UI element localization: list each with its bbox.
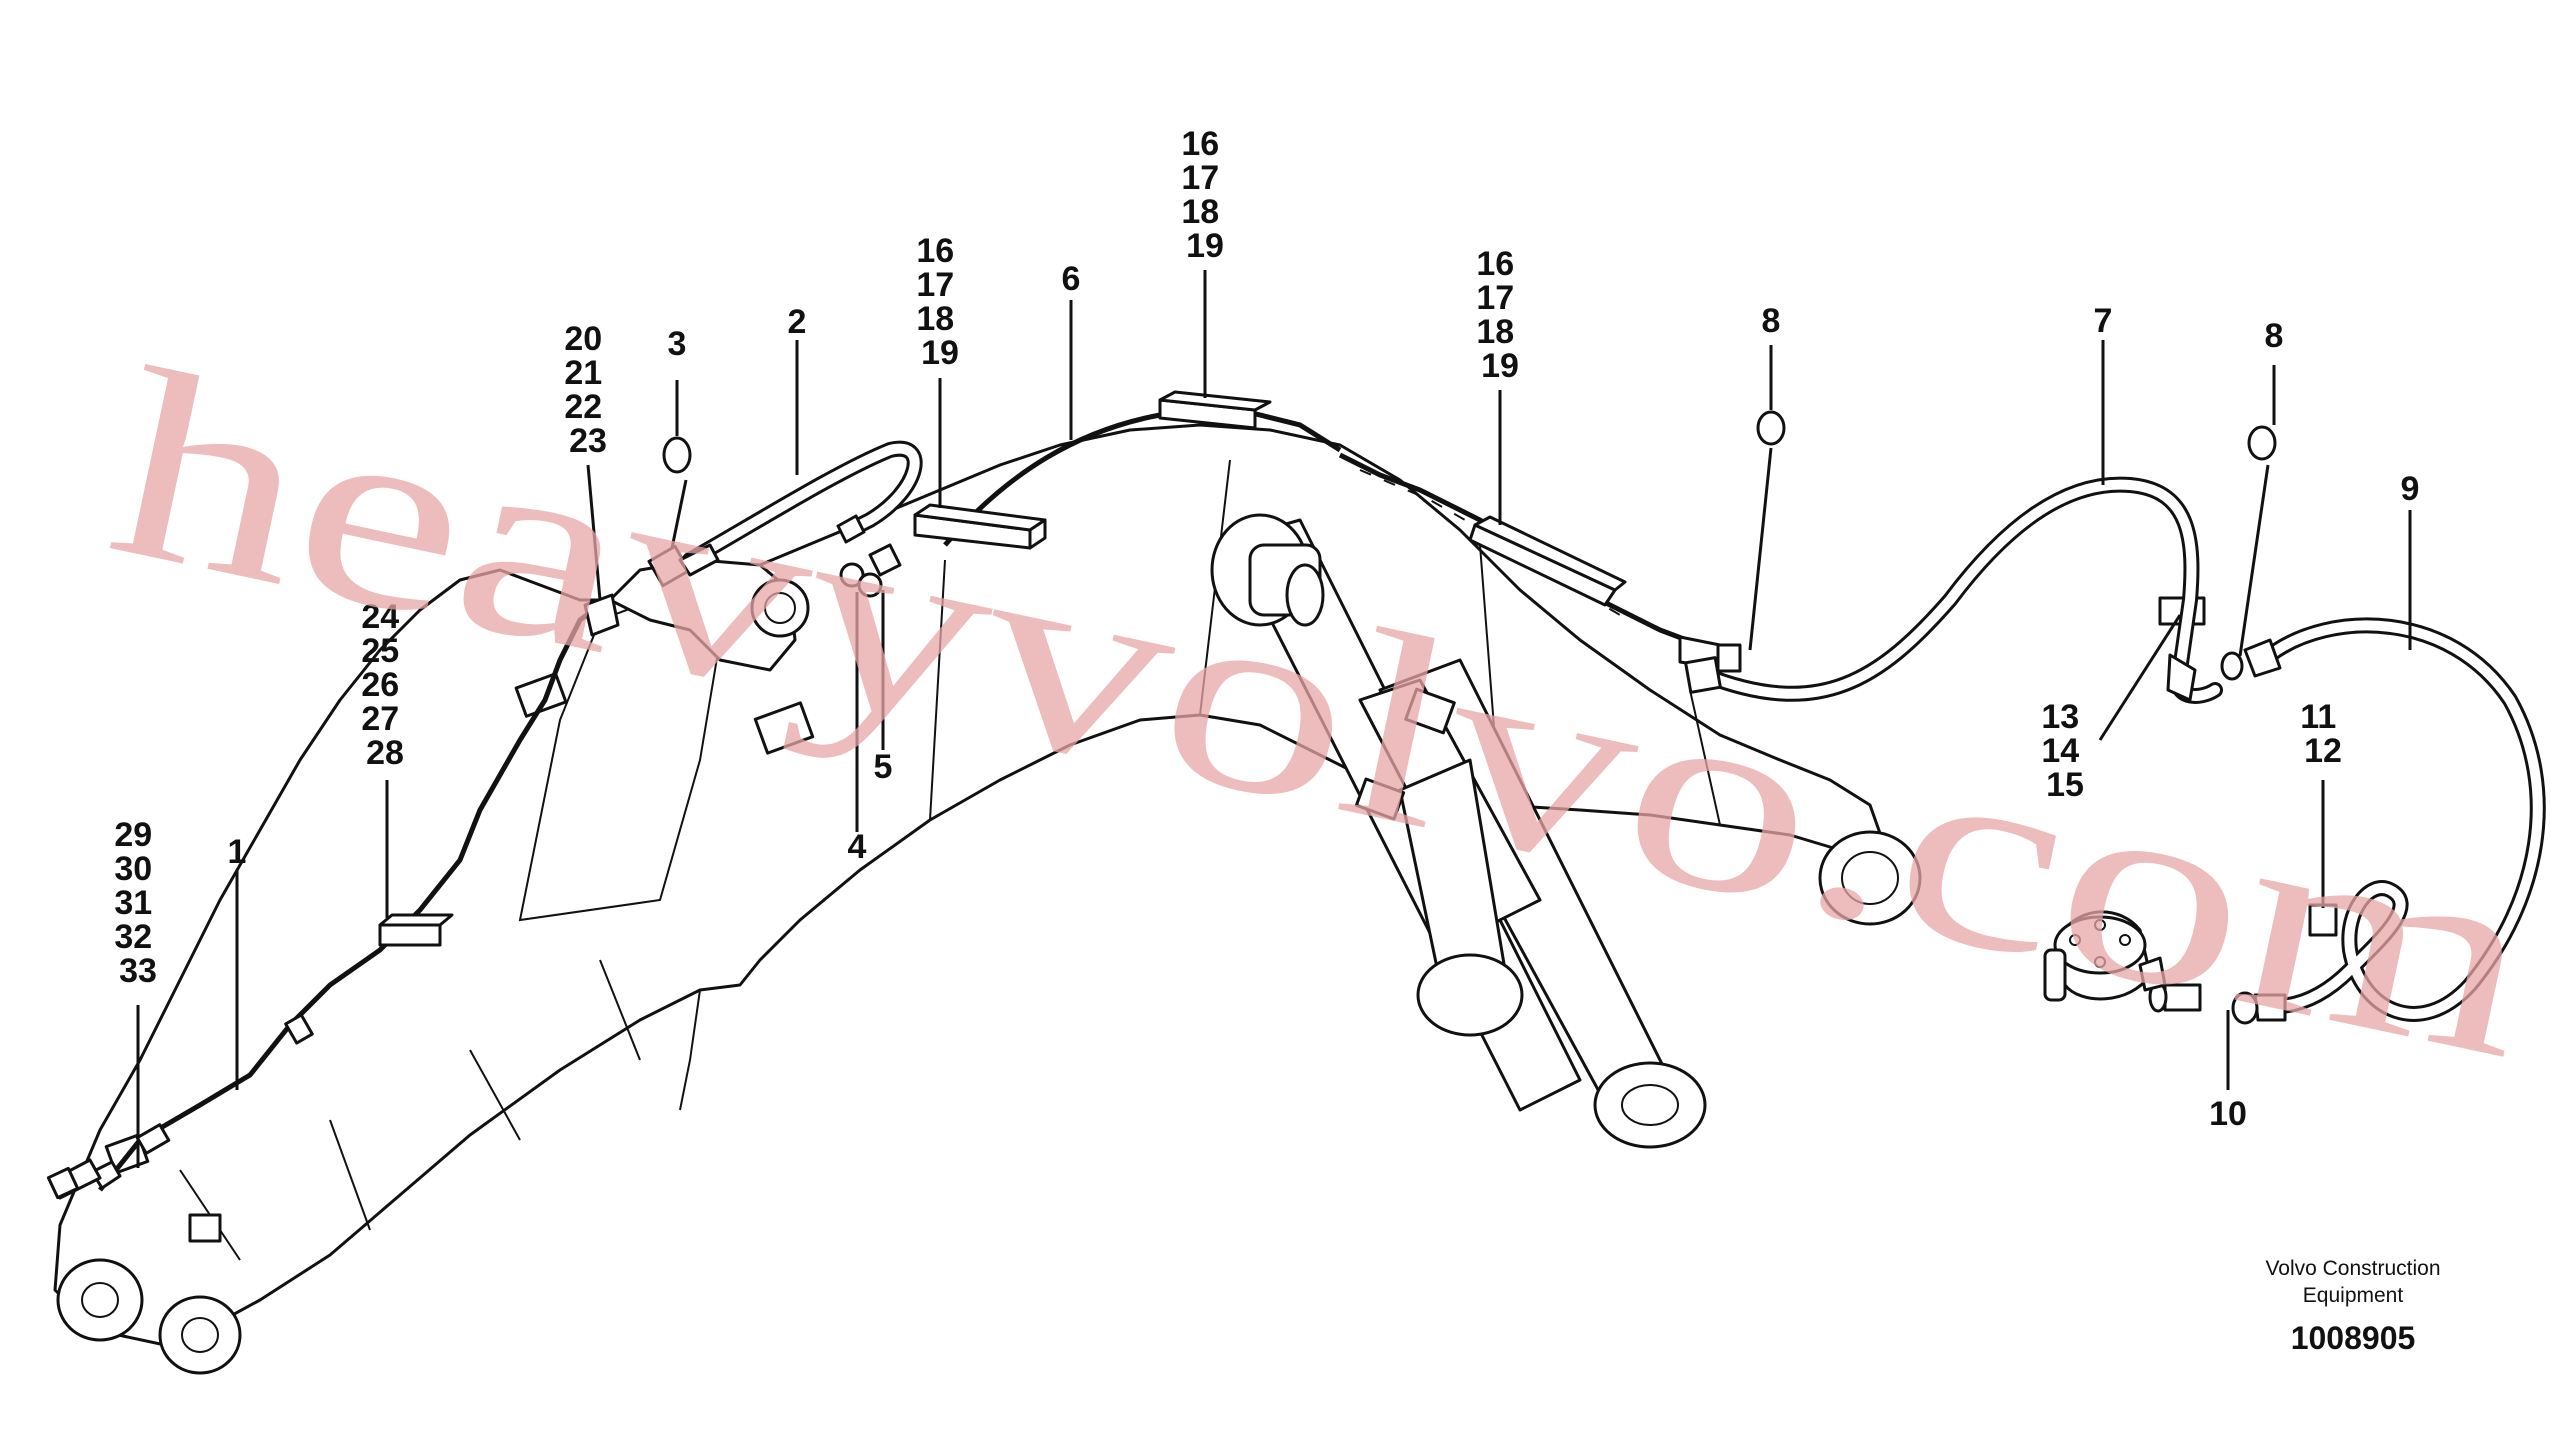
- callout-16-19-c: 16 17 18 19: [1476, 245, 1523, 385]
- boom-pipe-lines: [98, 407, 1701, 1192]
- callout-7: 7: [2094, 302, 2113, 340]
- leader-lines: [136, 270, 2412, 1168]
- callout-3: 3: [668, 325, 687, 363]
- callout-9: 9: [2401, 470, 2420, 508]
- o-ring-item-8-right: [2247, 425, 2277, 461]
- callout-4: 4: [848, 828, 867, 866]
- callout-labels: 1 2 3 4 5 6 7 8 8 9 10 11 12 13 14 15 16…: [114, 125, 2419, 1133]
- callout-11-12: 11 12: [2300, 698, 2345, 770]
- callout-6: 6: [1062, 260, 1081, 298]
- brand-line-2: Equipment: [2303, 1284, 2404, 1307]
- callout-16-19-b: 16 17 18 19: [1181, 125, 1228, 265]
- callout-24-28: 24 25 26 27 28: [361, 598, 408, 772]
- boom-cylinders: [1210, 513, 1707, 1149]
- callout-1: 1: [228, 833, 247, 871]
- fittings: [46, 514, 1742, 1200]
- callout-5: 5: [874, 748, 893, 786]
- callout-29-33: 29 30 31 32 33: [114, 816, 161, 990]
- o-rings: [662, 410, 2277, 474]
- hose-assembly: [1684, 476, 2546, 1025]
- drawing-number: 1008905: [2291, 1320, 2416, 1356]
- callout-2: 2: [788, 303, 807, 341]
- callout-20-23: 20 21 22 23: [564, 320, 611, 460]
- callout-8-right: 8: [2265, 317, 2284, 355]
- o-ring-item-8-left: [1756, 410, 1786, 446]
- brand-line-1: Volvo Construction: [2265, 1257, 2440, 1280]
- o-ring-item-3: [662, 436, 692, 474]
- callout-13-15: 13 14 15: [2041, 698, 2088, 804]
- callout-10: 10: [2209, 1095, 2247, 1133]
- clamps: [135, 390, 2338, 1155]
- title-block: Volvo Construction Equipment 1008905: [2265, 1257, 2440, 1356]
- callout-8-left: 8: [1762, 302, 1781, 340]
- callout-16-19-a: 16 17 18 19: [916, 232, 963, 372]
